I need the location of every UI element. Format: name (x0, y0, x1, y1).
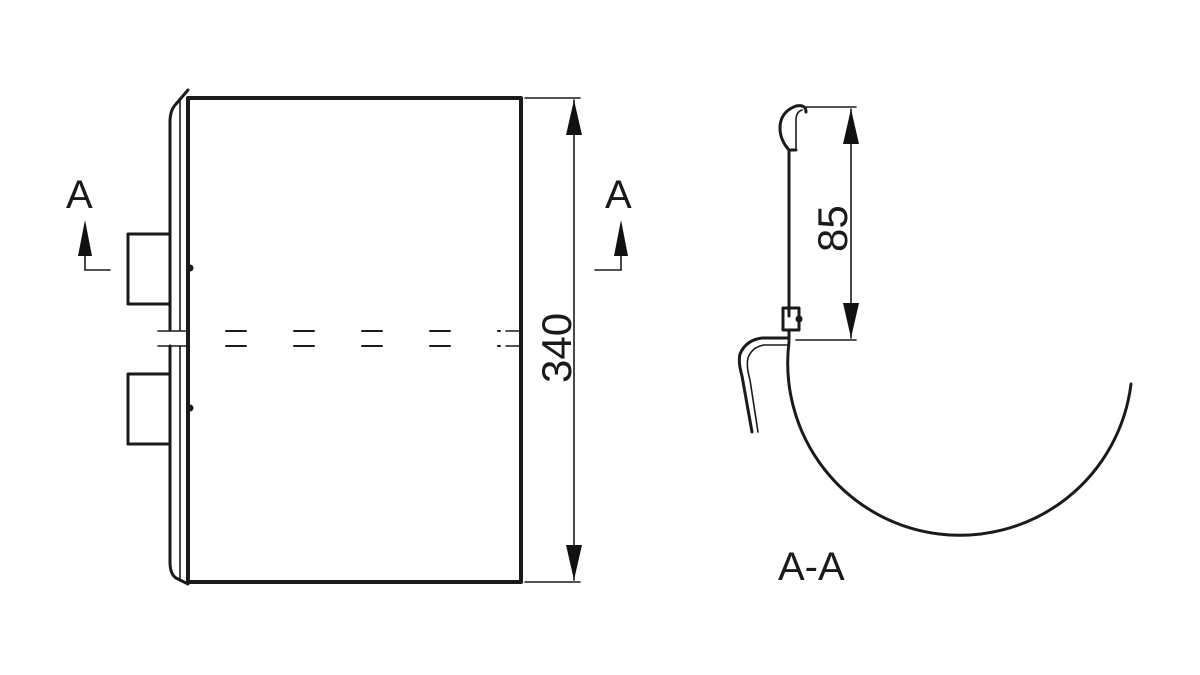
section-marker-right-label: A (605, 173, 632, 217)
rivet-upper (186, 264, 194, 272)
bracket-plate (186, 96, 523, 584)
mounting-tab-lower (126, 372, 172, 446)
dimension-arrow-top (566, 100, 582, 135)
clamp-bolt (795, 315, 803, 323)
section-arrow-left (78, 220, 92, 256)
bracket-hook-arm (737, 336, 791, 434)
section-marker-left-label: A (66, 173, 93, 217)
section-view: 85 A-A (737, 104, 1133, 589)
section-marker-left: A (66, 173, 111, 271)
dimension-hook-value: 85 (809, 205, 856, 252)
hook-arrow-bottom (843, 303, 859, 338)
dimension-height-value: 340 (533, 313, 580, 383)
mounting-tab-upper (126, 232, 172, 306)
section-view-label: A-A (778, 545, 845, 589)
rivet-lower (186, 404, 194, 412)
bracket-curled-edge (168, 88, 190, 586)
dimension-arrow-bottom (566, 545, 582, 580)
hook-arrow-top (843, 109, 859, 144)
section-marker-right: A (594, 173, 632, 271)
gutter-profile (786, 340, 1133, 537)
section-arrow-right (614, 220, 628, 256)
front-view (126, 88, 523, 586)
dimension-height: 340 (524, 97, 582, 583)
bracket-top-lip (778, 104, 808, 318)
